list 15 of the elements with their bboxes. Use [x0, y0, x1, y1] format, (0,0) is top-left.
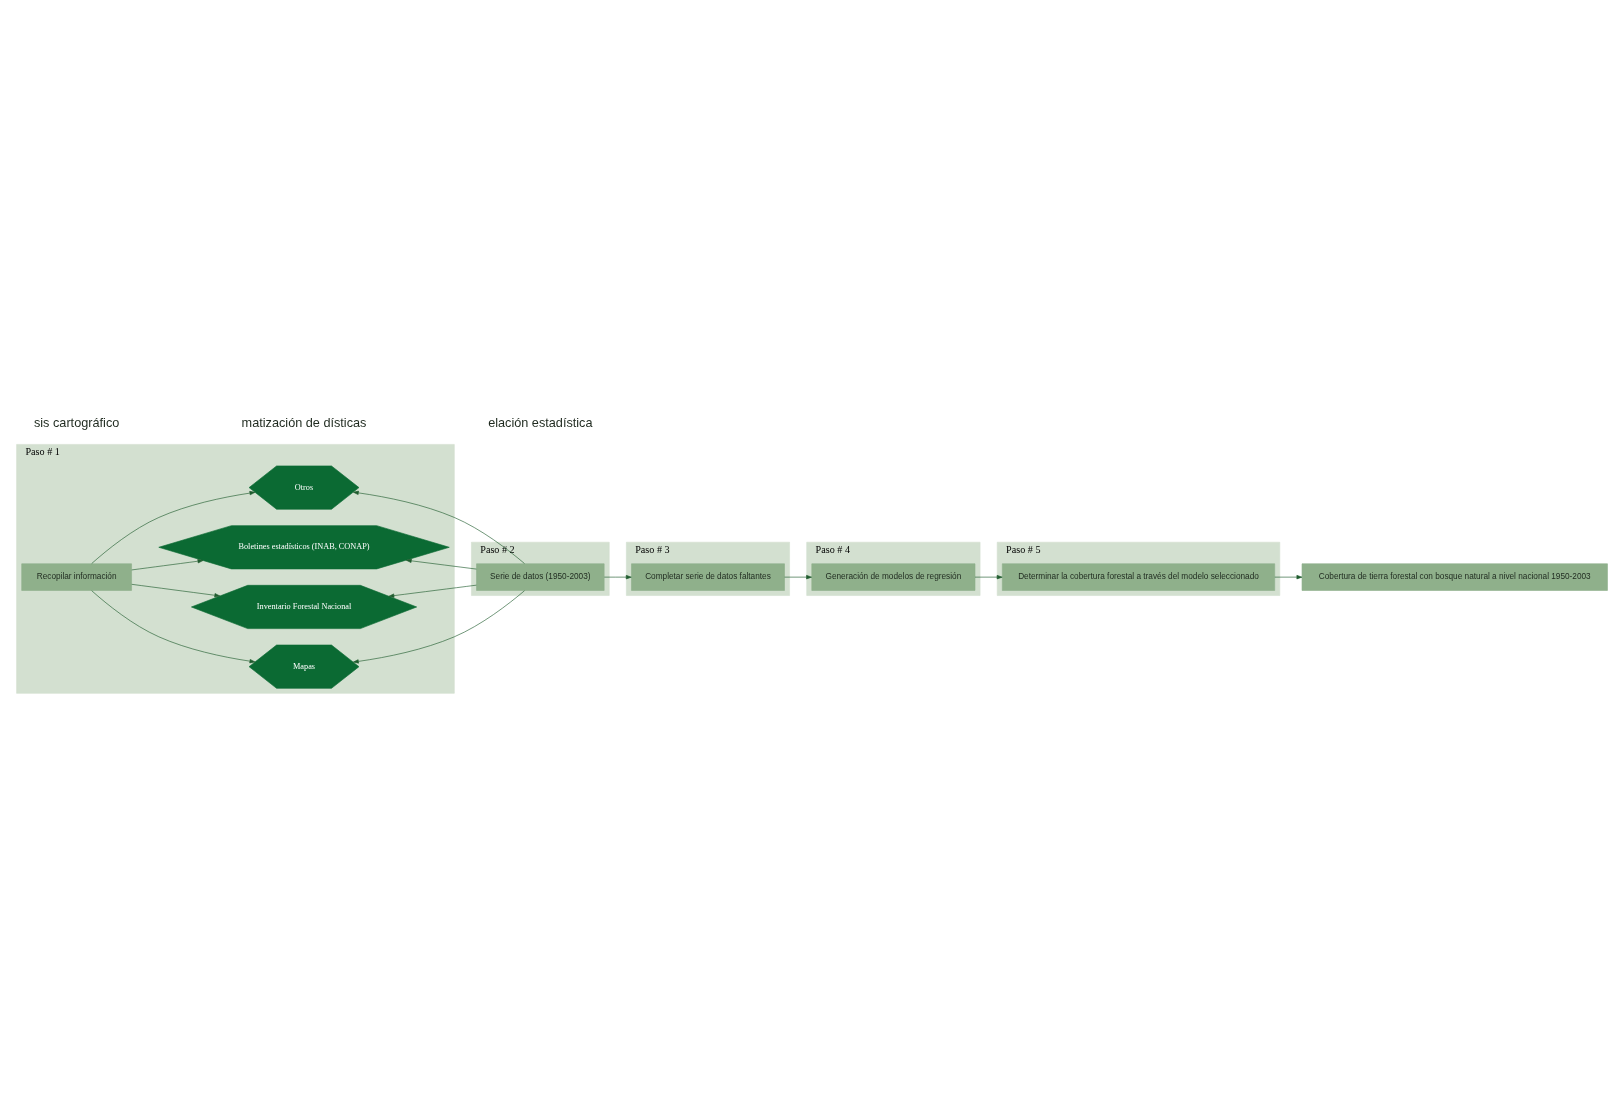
arrow [352, 490, 525, 564]
arrow [352, 590, 525, 664]
arrow [1273, 575, 1302, 580]
arrow [130, 584, 220, 598]
label: sis cartográfico [33, 415, 119, 430]
label: matización de dísticas [241, 415, 366, 430]
label: elación estadística [487, 415, 593, 430]
arrow [90, 590, 255, 664]
arrow [388, 584, 477, 598]
arrow [974, 575, 1003, 580]
arrow [603, 575, 632, 580]
arrow [783, 575, 812, 580]
arrow [90, 491, 255, 564]
arrow [405, 558, 477, 570]
arrow [130, 559, 203, 571]
